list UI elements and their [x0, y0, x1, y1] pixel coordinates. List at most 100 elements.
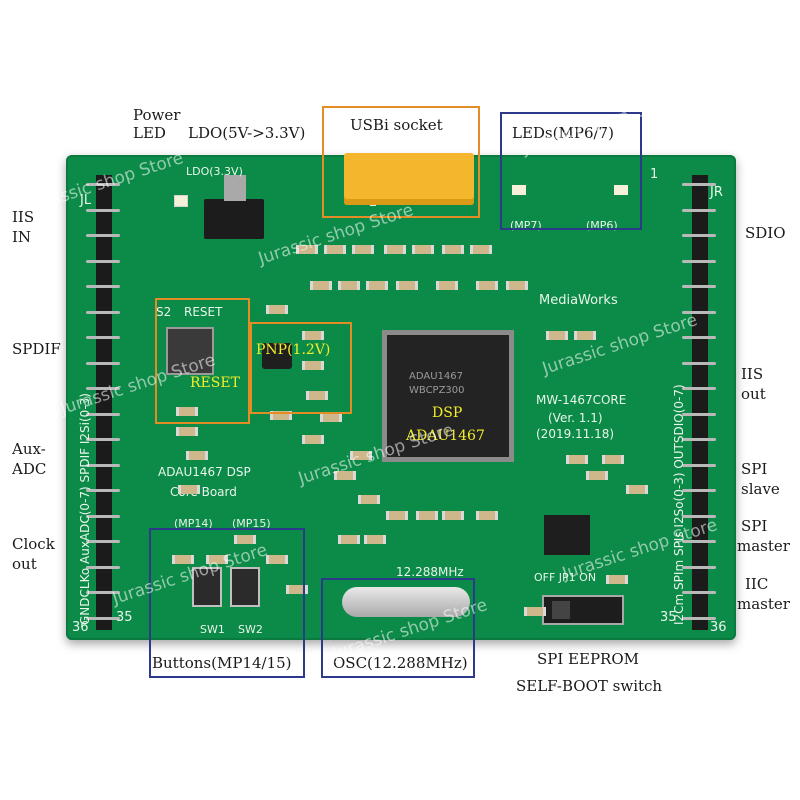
iic-master-label-line2: master: [737, 595, 790, 613]
header-pin: [682, 438, 716, 441]
smd-component: [338, 281, 360, 290]
slide-switch-knob: [552, 601, 570, 619]
header-pin: [86, 412, 120, 416]
smd-component: [416, 511, 438, 520]
pnp-overlay-label: PNP(1.2V): [256, 342, 331, 358]
eeprom-chip: [544, 515, 590, 555]
smd-component: [358, 495, 380, 504]
leds-box: [500, 112, 642, 230]
smd-component: [176, 427, 198, 436]
header-pin: [86, 361, 120, 365]
iis-in-label-line1: IIS: [12, 208, 35, 226]
pnp-box: [250, 322, 352, 414]
smd-component: [338, 535, 360, 544]
smd-component: [350, 451, 372, 460]
aux-adc-label-line2: ADC: [12, 460, 47, 478]
header-pin: [86, 438, 120, 441]
smd-component: [386, 511, 408, 520]
smd-component: [366, 281, 388, 290]
smd-component: [470, 245, 492, 254]
osc-label: OSC(12.288MHz): [333, 654, 468, 672]
ldo-label: LDO(5V->3.3V): [188, 124, 306, 142]
header-pin: [86, 336, 120, 339]
button-sw2: [230, 567, 260, 607]
smd-component: [266, 555, 288, 564]
pcb-board: GNDCLKo AuxADC(0-7) SPDIF I2Si(0-3) I2Cm…: [66, 153, 736, 640]
clock-out-label-line1: Clock: [12, 535, 55, 553]
smd-component: [302, 331, 324, 340]
left-header-silkscreen: GNDCLKo AuxADC(0-7) SPDIF I2Si(0-3): [78, 393, 92, 625]
usbi-socket-label: USBi socket: [350, 116, 443, 134]
header-pin: [682, 259, 716, 263]
smd-component: [324, 245, 346, 254]
ldo-tab: [224, 175, 246, 201]
smd-component: [574, 331, 596, 340]
header-pin: [682, 208, 716, 212]
header-pin: [682, 565, 716, 569]
smd-component: [524, 607, 546, 616]
mp14-label: (MP14): [174, 517, 213, 530]
smd-component: [364, 535, 386, 544]
header-pin: [682, 616, 716, 620]
smd-component: [296, 245, 318, 254]
buttons-label: Buttons(MP14/15): [152, 654, 292, 672]
header-pin: [86, 489, 120, 492]
pin-35-left: 35: [116, 610, 133, 625]
smd-component: [334, 471, 356, 480]
jr-label: JR: [710, 185, 723, 200]
smd-component: [302, 435, 324, 444]
header-pin: [86, 565, 120, 569]
spi-master-label-line1: SPI: [741, 517, 768, 535]
header-pin: [682, 463, 716, 467]
leds-label: LEDs(MP6/7): [512, 124, 614, 142]
jl-label: JL: [80, 193, 92, 208]
header-pin: [682, 514, 716, 518]
header-pin: [86, 259, 120, 263]
smd-component: [606, 575, 628, 584]
header-pin: [86, 387, 120, 390]
header-pin: [86, 540, 120, 543]
smd-component: [286, 585, 308, 594]
header-pin: [682, 361, 716, 365]
chip-code-label: WBCPZ300: [409, 385, 465, 396]
mediaworks-label: MediaWorks: [539, 293, 618, 308]
self-boot-slide-switch: [542, 595, 624, 625]
iis-in-label-line2: IN: [12, 228, 32, 246]
header-pin: [682, 310, 716, 314]
smd-component: [266, 305, 288, 314]
usbi-socket-connector: [344, 153, 474, 205]
smd-component: [476, 281, 498, 290]
pin-36-left: 36: [72, 620, 89, 635]
smd-component: [442, 511, 464, 520]
sdio-label: SDIO: [745, 224, 786, 242]
s2-label: S2: [156, 305, 172, 319]
usbi-socket-box: [322, 106, 480, 218]
smd-component: [586, 471, 608, 480]
header-pin: [682, 412, 716, 416]
right-header-silkscreen: I2Cm SPIm SPIs I2So(0-3) OUTSDIO(0-7): [672, 384, 686, 625]
smd-component: [476, 511, 498, 520]
smd-component: [506, 281, 528, 290]
spi-slave-label-line1: SPI: [741, 460, 768, 478]
right-pin-header: [692, 175, 708, 630]
header-pin: [682, 285, 716, 288]
reset-switch: [166, 327, 214, 375]
ldo-regulator-chip: [204, 199, 264, 239]
smd-component: [306, 391, 328, 400]
header-pin: [86, 463, 120, 467]
smd-component: [206, 555, 228, 564]
pin-35-right: 35: [660, 610, 677, 625]
pin-36-right: 36: [710, 620, 727, 635]
header-pin: [682, 540, 716, 543]
osc-freq-label: 12.288MHz: [396, 565, 464, 579]
smd-component: [566, 455, 588, 464]
sw2-label: SW2: [238, 623, 263, 636]
header-pin: [682, 234, 716, 237]
header-pin: [86, 183, 120, 186]
core-name-label: MW-1467CORE: [536, 393, 627, 407]
iis-out-label-line1: IIS: [741, 365, 764, 383]
reset-silkscreen: RESET: [184, 305, 223, 319]
mp15-label: (MP15): [232, 517, 271, 530]
header-pin: [682, 387, 716, 390]
smd-component: [412, 245, 434, 254]
